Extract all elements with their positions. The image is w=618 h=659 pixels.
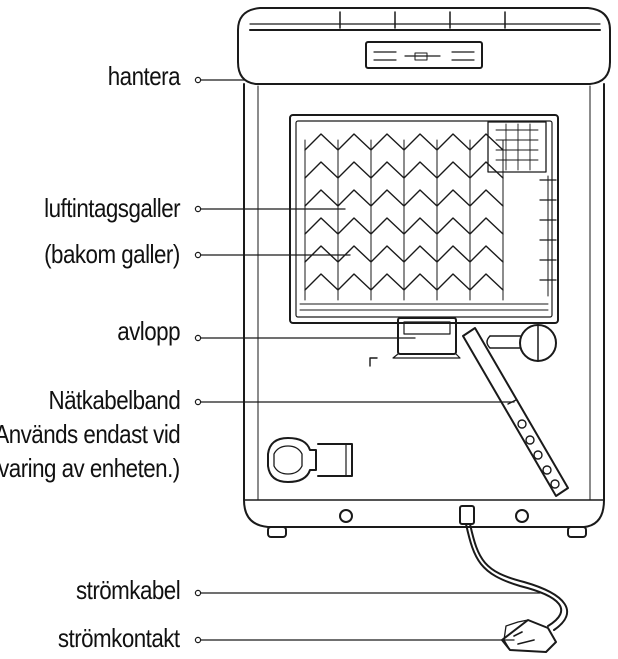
air-inlet-grille: [289, 114, 559, 324]
drain-outlet: [392, 317, 461, 359]
label-behind-grille: (bakom galler): [44, 239, 180, 269]
top-handle-vent: [237, 7, 611, 85]
label-air-inlet-grille: luftintagsgaller: [44, 193, 180, 223]
label-power-cord: strömkabel: [75, 575, 181, 605]
leader-lines: [198, 79, 541, 641]
label-cord-band-note-1: (Används endast vid: [0, 419, 181, 449]
unit-body: [243, 83, 605, 538]
label-cord-band-note-2: förvaring av enheten.): [0, 453, 181, 483]
hose-connector: [267, 437, 353, 483]
label-power-plug: strömkontakt: [58, 623, 180, 653]
leader-endpoints: [194, 76, 202, 644]
label-handle: hantera: [107, 61, 181, 91]
power-cord-band: [462, 327, 569, 497]
drain-cap: [486, 324, 557, 362]
label-drain: avlopp: [117, 316, 180, 346]
label-cord-band: Nätkabelband: [48, 385, 180, 415]
